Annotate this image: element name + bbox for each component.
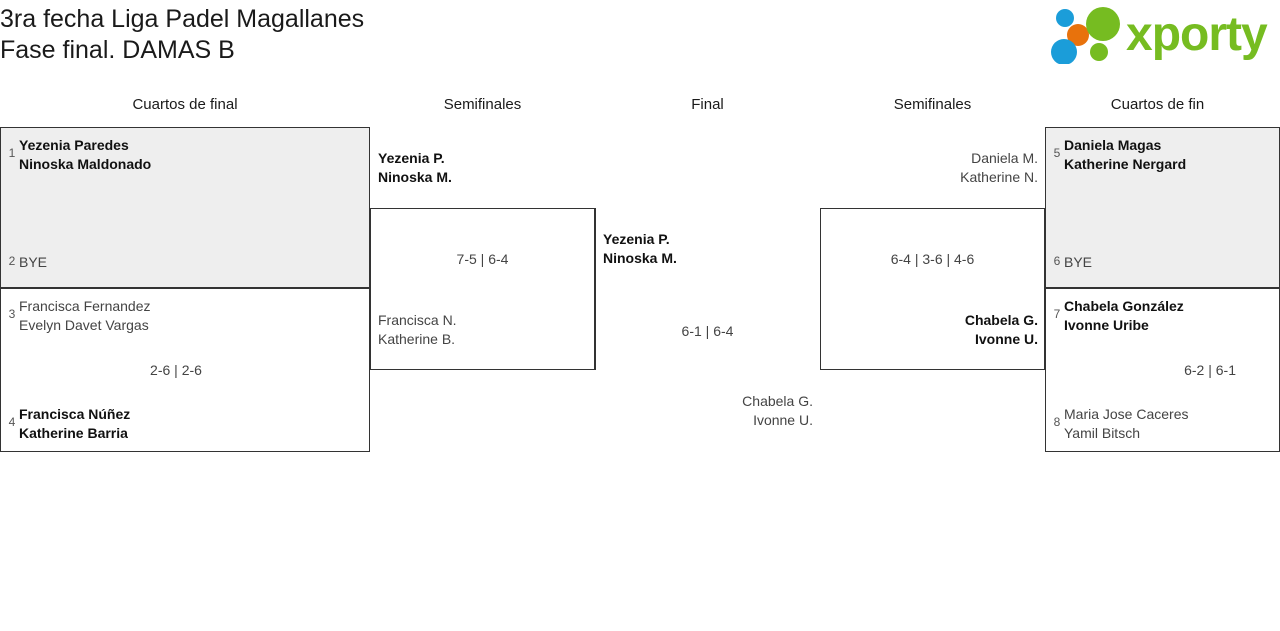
page-title: 3ra fecha Liga Padel Magallanes Fase fin… (0, 5, 365, 64)
player-names: Francisca Fernandez Evelyn Davet Vargas (19, 298, 151, 333)
final-score: 6-1 | 6-4 (681, 323, 734, 339)
match-score: 6-2 | 6-1 (1184, 362, 1236, 378)
match-qf2[interactable]: 3 Francisca Fernandez Evelyn Davet Varga… (0, 288, 370, 452)
player-names: Francisca N. Katherine B. (378, 312, 457, 347)
competitor-top[interactable]: 3 Francisca Fernandez Evelyn Davet Varga… (5, 297, 345, 335)
seed-number: 5 (1053, 146, 1061, 160)
match-score: 7-5 | 6-4 (456, 251, 509, 267)
match-sf-right[interactable]: 6-4 | 3-6 | 4-6 (820, 208, 1045, 370)
player-names: Yezenia Paredes Ninoska Maldonado (19, 137, 152, 172)
match-score: 6-4 | 3-6 | 4-6 (890, 251, 975, 267)
final-connector-left (595, 208, 596, 370)
competitor-top[interactable]: 1 Yezenia Paredes Ninoska Maldonado (5, 136, 345, 174)
competitor-bottom[interactable]: 4 Francisca Núñez Katherine Barria (5, 405, 345, 443)
bye-label: BYE (19, 254, 48, 270)
seed-number: 4 (8, 415, 16, 429)
player-names: Maria Jose Caceres Yamil Bitsch (1064, 406, 1189, 441)
player-names: Chabela González Ivonne Uribe (1064, 298, 1184, 333)
competitor-bottom[interactable]: 6 BYE (1050, 252, 1275, 272)
player-names: Daniela Magas Katherine Nergard (1064, 137, 1187, 172)
final-competitor-bottom[interactable]: Chabela G. Ivonne U. (603, 392, 813, 430)
seed-number: 6 (1053, 254, 1061, 268)
competitor-bottom[interactable]: 2 BYE (5, 252, 345, 272)
round-heading-sf-right: Semifinales (893, 96, 972, 113)
player-names: Daniela M. Katherine N. (960, 150, 1038, 185)
match-qf3[interactable]: 5 Daniela Magas Katherine Nergard 6 BYE (1045, 127, 1280, 288)
final-competitor-top[interactable]: Yezenia P. Ninoska M. (603, 230, 813, 268)
sf-right-competitor-bottom[interactable]: Chabela G. Ivonne U. (828, 311, 1038, 349)
player-names: Yezenia P. Ninoska M. (603, 231, 677, 266)
match-sf-left[interactable]: 7-5 | 6-4 (370, 208, 595, 370)
logo-wordmark: xporty (1126, 8, 1268, 61)
seed-number: 7 (1053, 307, 1061, 321)
seed-number: 3 (8, 307, 16, 321)
match-score: 2-6 | 2-6 (150, 362, 202, 378)
player-names: Francisca Núñez Katherine Barria (19, 406, 131, 441)
seed-number: 1 (8, 146, 16, 160)
sf-left-competitor-bottom[interactable]: Francisca N. Katherine B. (378, 311, 588, 349)
round-heading-final: Final (691, 96, 724, 113)
logo-dots-icon (1048, 6, 1126, 65)
competitor-top[interactable]: 5 Daniela Magas Katherine Nergard (1050, 136, 1275, 174)
match-qf1[interactable]: 1 Yezenia Paredes Ninoska Maldonado 2 BY… (0, 127, 370, 288)
bye-label: BYE (1064, 254, 1093, 270)
xporty-logo[interactable]: xporty (1048, 6, 1278, 68)
sf-left-competitor-top[interactable]: Yezenia P. Ninoska M. (378, 149, 588, 187)
seed-number: 8 (1053, 415, 1061, 429)
round-heading-sf-left: Semifinales (443, 96, 522, 113)
round-heading-qf-right: Cuartos de fin (1110, 96, 1205, 113)
sf-right-competitor-top[interactable]: Daniela M. Katherine N. (828, 149, 1038, 187)
player-names: Chabela G. Ivonne U. (742, 393, 813, 428)
player-names: Yezenia P. Ninoska M. (378, 150, 452, 185)
round-heading-qf-left: Cuartos de final (132, 96, 238, 113)
match-qf4[interactable]: 7 Chabela González Ivonne Uribe 6-2 | 6-… (1045, 288, 1280, 452)
competitor-bottom[interactable]: 8 Maria Jose Caceres Yamil Bitsch (1050, 405, 1275, 443)
seed-number: 2 (8, 254, 16, 268)
player-names: Chabela G. Ivonne U. (964, 312, 1038, 347)
competitor-top[interactable]: 7 Chabela González Ivonne Uribe (1050, 297, 1275, 335)
